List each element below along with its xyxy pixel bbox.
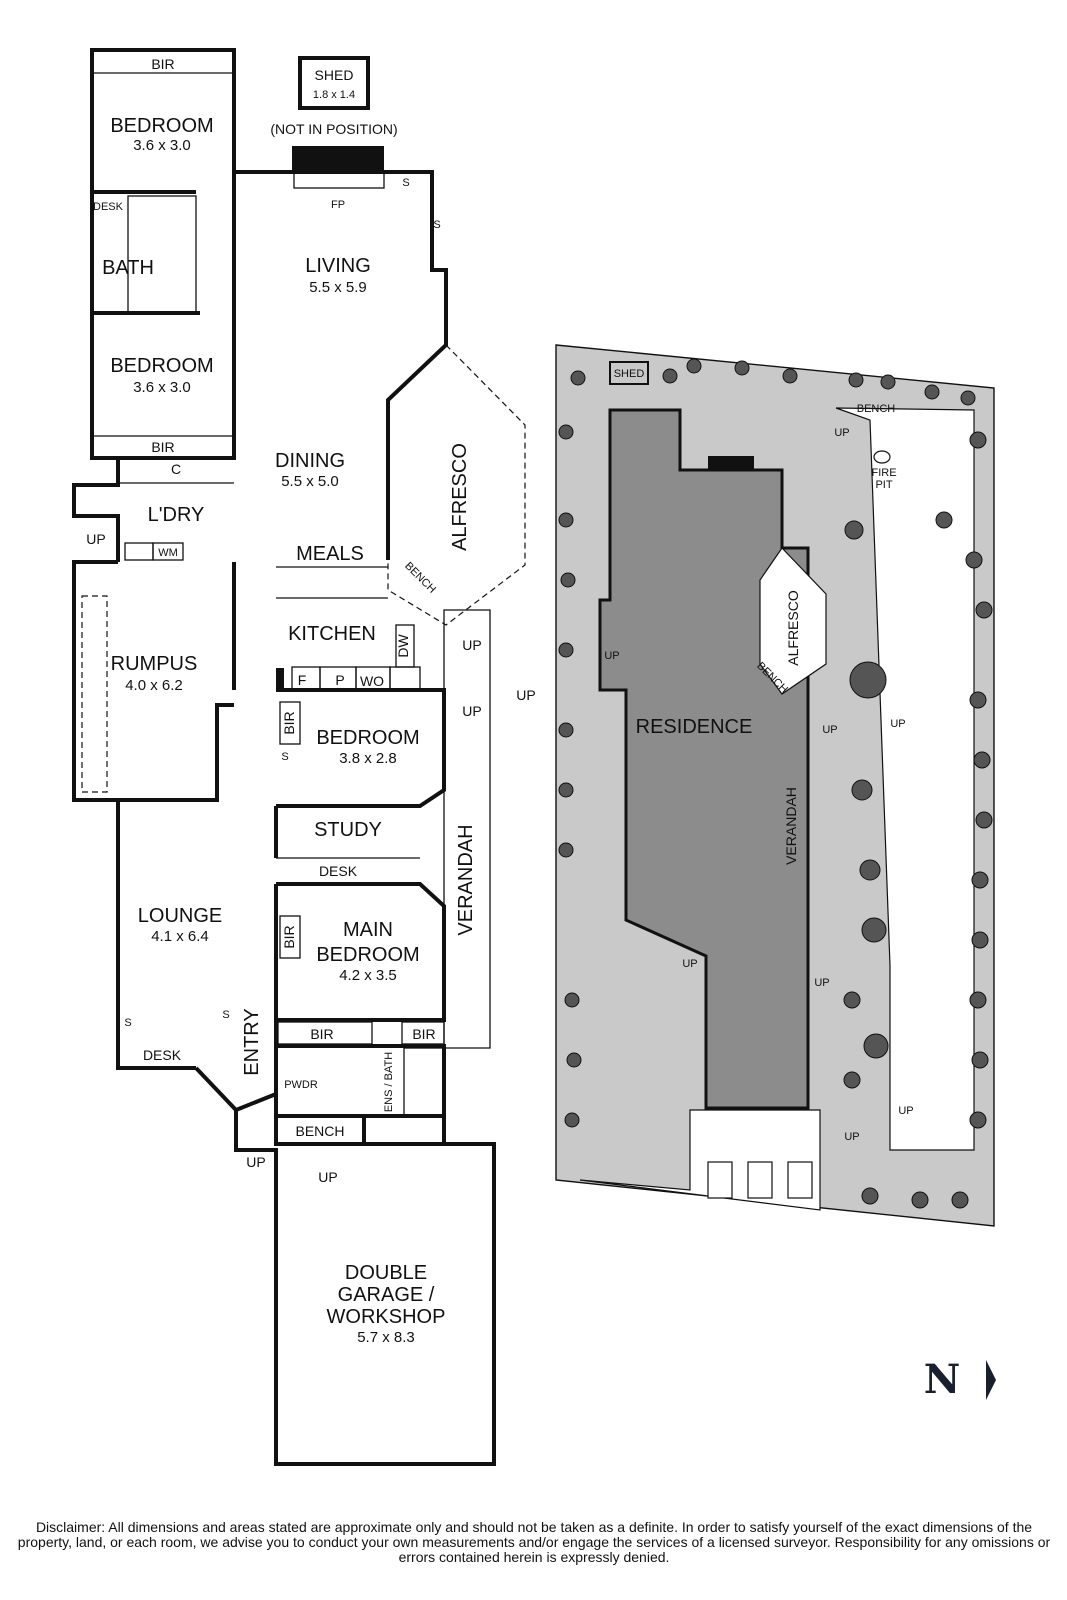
floorplan-walls [72, 48, 526, 1466]
bir-top-label: BIR [151, 56, 174, 72]
site-shed [609, 361, 649, 385]
site-up-8: UP [898, 1105, 913, 1117]
up-label-verandah2: UP [516, 687, 535, 703]
lounge-name: LOUNGE [138, 905, 222, 927]
bedroom2-dim: 3.6 x 3.0 [133, 379, 191, 396]
bedroom2-name: BEDROOM [110, 355, 213, 377]
meals-label: MEALS [296, 543, 364, 565]
garage-line3: WORKSHOP [327, 1306, 446, 1328]
site-trees [558, 358, 993, 1209]
site-up-1: UP [834, 427, 849, 439]
rumpus-dim: 4.0 x 6.2 [125, 677, 183, 694]
main-bedroom-name1: MAIN [343, 919, 393, 941]
desk3-label: DESK [143, 1047, 182, 1063]
disclaimer-text: Disclaimer: All dimensions and areas sta… [17, 1519, 1051, 1565]
desk2-label: DESK [319, 863, 358, 879]
s4-label: S [124, 1017, 131, 1029]
up-label-verandah1: UP [462, 703, 481, 719]
shed-label: SHED [315, 67, 354, 83]
bedroom3-dim: 3.8 x 2.8 [339, 750, 397, 767]
site-up-7: UP [844, 1131, 859, 1143]
site-alfresco-label: ALFRESCO [785, 590, 801, 666]
alfresco-label: ALFRESCO [449, 443, 471, 551]
laundry-label: L'DRY [148, 504, 205, 526]
bench-kitchen-label: BENCH [402, 560, 438, 596]
bir6-label: BIR [412, 1026, 435, 1042]
s3-label: S [281, 751, 288, 763]
dining-dim: 5.5 x 5.0 [281, 473, 339, 490]
site-up-2: UP [604, 650, 619, 662]
fire-pit-marker [873, 450, 891, 464]
ens-bath-label: ENS / BATH [383, 1052, 395, 1112]
bir2-label: BIR [151, 439, 174, 455]
garage-line1: DOUBLE [345, 1262, 427, 1284]
fire-pit-line1: FIRE [871, 467, 896, 479]
bath-label: BATH [102, 257, 154, 279]
rumpus-name: RUMPUS [111, 653, 198, 675]
f-label: F [298, 672, 307, 688]
garage-line2: GARAGE / [338, 1284, 435, 1306]
up-label-laundry: UP [86, 531, 105, 547]
chimney-site [708, 456, 754, 470]
wm-label: WM [158, 547, 178, 559]
dw-label: DW [395, 634, 411, 658]
car-space-markers [707, 1161, 813, 1199]
shed-dim: 1.8 x 1.4 [313, 89, 355, 101]
residence-label: RESIDENCE [636, 716, 753, 738]
kitchen-label: KITCHEN [288, 623, 376, 645]
site-up-5: UP [682, 958, 697, 970]
pwdr-label: PWDR [284, 1079, 318, 1091]
up-label-garage: UP [318, 1169, 337, 1185]
fire-pit-line2: PIT [875, 479, 892, 491]
bedroom3-name: BEDROOM [316, 727, 419, 749]
s5-label: S [222, 1009, 229, 1021]
wo-label: WO [360, 673, 384, 689]
main-bedroom-name2: BEDROOM [316, 944, 419, 966]
verandah-label: VERANDAH [455, 824, 477, 935]
bedroom1-dim: 3.6 x 3.0 [133, 137, 191, 154]
up-label-alfresco: UP [462, 637, 481, 653]
bir4-label: BIR [281, 925, 297, 948]
study-label: STUDY [314, 819, 382, 841]
lounge-dim: 4.1 x 6.4 [151, 928, 209, 945]
site-plan: SHED BENCH FIRE PIT RESIDENCE ALFRESCO B… [555, 344, 995, 1227]
site-up-6: UP [814, 977, 829, 989]
site-up-4: UP [822, 724, 837, 736]
bedroom1-name: BEDROOM [110, 115, 213, 137]
site-bench-label: BENCH [857, 403, 896, 415]
garage-dim: 5.7 x 8.3 [357, 1329, 415, 1346]
north-label: N [924, 1356, 961, 1403]
north-compass: N [924, 1356, 996, 1403]
bir3-label: BIR [281, 711, 297, 734]
dining-name: DINING [275, 450, 345, 472]
main-bedroom-dim: 4.2 x 3.5 [339, 967, 397, 984]
site-shed-label: SHED [614, 368, 645, 380]
c-label: C [171, 461, 181, 477]
living-name: LIVING [305, 255, 371, 277]
up-label-entry: UP [246, 1154, 265, 1170]
shed-note: (NOT IN POSITION) [270, 121, 397, 137]
rear-lawn [835, 407, 975, 1151]
fp-label: FP [331, 199, 345, 211]
desk1-label: DESK [93, 201, 124, 213]
entry-label: ENTRY [241, 1008, 263, 1075]
living-dim: 5.5 x 5.9 [309, 279, 367, 296]
north-arrow-icon [986, 1360, 996, 1400]
shed-box [298, 56, 370, 110]
s2-label: S [433, 219, 440, 231]
bir5-label: BIR [310, 1026, 333, 1042]
floorplan-labels: SHED 1.8 x 1.4 (NOT IN POSITION) BIR BED… [86, 56, 535, 1346]
alfresco-site [759, 547, 827, 695]
site-verandah-label: VERANDAH [783, 787, 799, 865]
site-up-3: UP [890, 718, 905, 730]
p-label: P [335, 672, 344, 688]
s1-label: S [402, 177, 409, 189]
bench-entry-label: BENCH [295, 1123, 344, 1139]
